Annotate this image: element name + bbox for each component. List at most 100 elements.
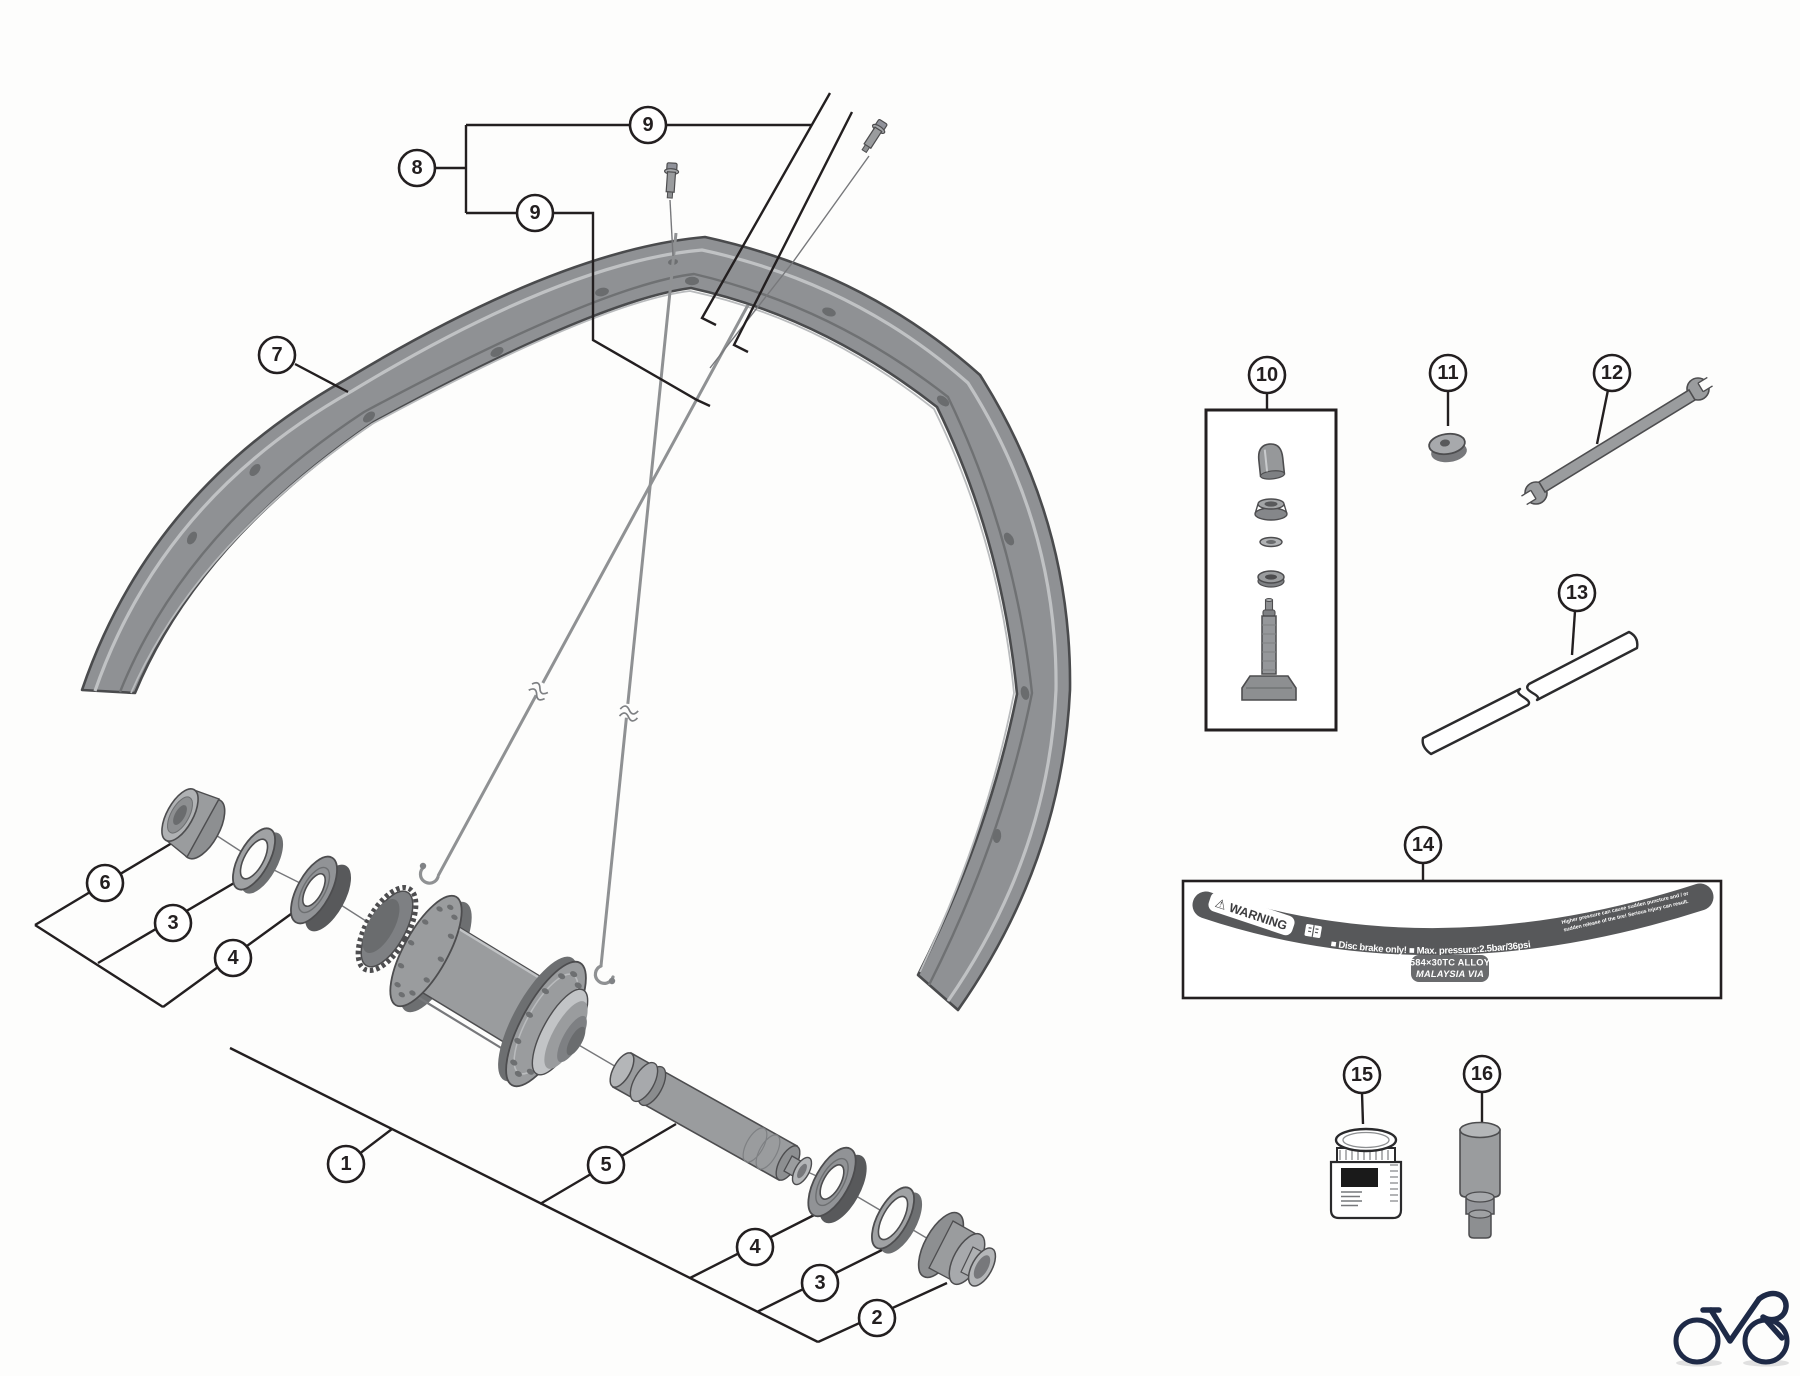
callout-13: 13 [1557,573,1597,613]
bearing-left [290,855,352,932]
callout-11: 11 [1428,353,1468,393]
hole [526,1068,534,1075]
manual-book-icon [1304,924,1322,939]
rim-spoke-holes [186,276,1030,843]
hole [514,1070,522,1077]
hole [510,1059,518,1066]
callout-6: 6 [85,863,125,903]
logo-front-wheel [1742,1317,1790,1365]
spoke-b-head [608,977,616,985]
svg-text:3: 3 [167,912,178,934]
callout-4-right: 4 [735,1227,775,1267]
hole [1020,686,1030,700]
hole [1003,532,1015,546]
spoke-a-break-mark [528,678,551,701]
hole [525,1011,533,1018]
hole [451,914,458,920]
centerlock-teeth [355,884,419,974]
callout-10: 10 [1247,355,1287,395]
svg-text:5: 5 [600,1154,611,1176]
hole [437,956,445,962]
callout-14: 14 [1403,825,1443,865]
hole [541,988,550,995]
hole [362,411,376,423]
hole [574,982,582,989]
rim-strip [1421,630,1639,756]
hole [398,992,405,998]
hole [447,904,454,910]
end-cap-left [161,788,226,860]
hole [409,990,416,996]
leader-7 [294,362,349,394]
spoke-a-head [419,862,427,870]
wrench-jaw-top [1697,375,1716,393]
spoke-wrench [1518,375,1716,507]
hole [447,933,455,939]
hole [407,940,415,946]
hole [249,463,261,477]
sealant-jar [1329,1127,1403,1220]
hole [186,531,198,545]
rim-contour-light [93,248,1058,1002]
svg-text:2: 2 [871,1307,882,1329]
logo-frame [1708,1296,1762,1344]
callout-16: 16 [1462,1054,1502,1094]
rim-inner-lip [130,290,1015,973]
spec-line-2: MALAYSIA VIA [1416,969,1484,979]
hole [490,347,504,357]
logo-rear-wheel [1673,1317,1721,1365]
hole [422,919,429,925]
hole [992,829,1002,843]
hole [423,977,430,983]
wrench-jaw-bottom [1518,489,1537,507]
svg-text:7: 7 [271,344,282,366]
rim-contour-dark [118,272,1034,986]
hole [685,276,699,286]
rim-tape-panel: ⚠ WARNING ■ Disc brake only! ■ Max. pres… [1181,879,1723,1000]
leader-9b [553,211,711,408]
svg-text:4: 4 [749,1236,761,1258]
hole [936,395,950,407]
spoke-nipple-a [857,117,890,156]
axis-line [204,827,941,1247]
spoke-nipple-b [662,161,680,200]
nipple-a-guide-line [709,155,870,369]
valve-kit [1204,408,1338,732]
nipple-b-guide-line [669,199,674,257]
spoke-b-break-mark [618,703,639,722]
callout-5: 5 [586,1145,626,1185]
spoke-a-hook [418,865,440,885]
jar-label-dark [1341,1168,1378,1187]
hole [570,971,578,978]
leader-13 [1570,610,1577,656]
svg-text:1: 1 [340,1153,351,1175]
leader-8-bracket [435,123,630,215]
svg-text:4: 4 [227,947,239,969]
svg-text:16: 16 [1471,1063,1493,1085]
logo-fork [1762,1316,1785,1341]
hub-assembly [161,788,997,1287]
callout-1: 1 [326,1144,366,1184]
svg-text:15: 15 [1351,1064,1373,1086]
left-flange [389,894,463,1008]
spoke-a [436,304,750,877]
valve-lock-nut [1254,498,1288,521]
valve-stem [1241,598,1297,701]
hole [436,906,443,912]
svg-text:9: 9 [642,114,653,136]
callout-12: 12 [1592,353,1632,393]
svg-text:8: 8 [411,157,422,179]
spec-badge: 584×30TC ALLOY MALAYSIA VIA [1410,955,1491,982]
svg-text:14: 14 [1412,834,1435,856]
seal-ring-left [232,827,284,894]
valve-cap [1257,443,1286,480]
valve-grommet [1257,570,1285,588]
hole [595,287,609,297]
callout-7: 7 [257,335,297,375]
svg-text:12: 12 [1601,362,1623,384]
svg-text:9: 9 [529,202,540,224]
leader-9a [666,92,854,354]
hub-body [355,884,589,1088]
callout-15: 15 [1342,1055,1382,1095]
